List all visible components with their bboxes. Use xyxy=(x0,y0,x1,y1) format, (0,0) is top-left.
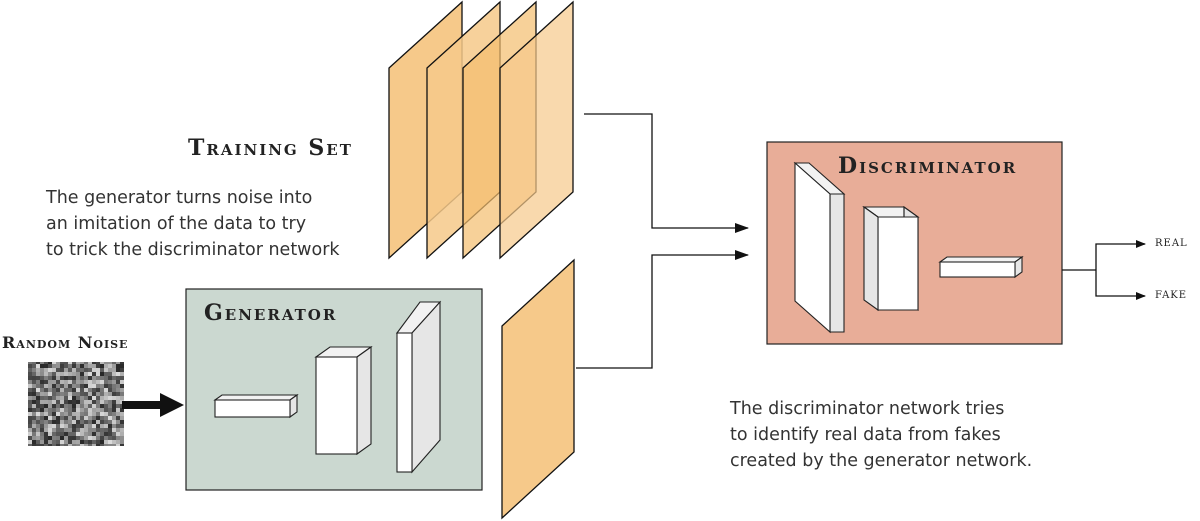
training-set-stack xyxy=(388,0,574,260)
generator-caption: The generator turns noise into an imitat… xyxy=(46,185,340,263)
output-branch xyxy=(1062,240,1146,300)
fake-label: fake xyxy=(1155,286,1188,302)
generator-block-medium xyxy=(314,345,373,456)
generator-caption-line-1: The generator turns noise into xyxy=(46,188,313,208)
random-noise-label: Random Noise xyxy=(2,333,129,352)
generator-block-small xyxy=(213,393,299,419)
discriminator-caption: The discriminator network tries to ident… xyxy=(730,396,1032,474)
noise-arrow xyxy=(122,393,184,417)
discriminator-caption-line-3: created by the generator network. xyxy=(730,451,1033,471)
generator-block-large xyxy=(395,300,442,474)
training-set-label: Training Set xyxy=(188,135,353,161)
discriminator-caption-line-2: to identify real data from fakes xyxy=(730,425,1001,445)
real-label: real xyxy=(1155,234,1188,250)
generated-sheet xyxy=(501,258,575,520)
discriminator-block-small xyxy=(938,255,1024,279)
discriminator-caption-line-1: The discriminator network tries xyxy=(730,399,1005,419)
generator-caption-line-2: an imitation of the data to try xyxy=(46,214,307,234)
discriminator-block-large xyxy=(793,161,846,334)
discriminator-block-medium xyxy=(862,205,920,312)
discriminator-label: Discriminator xyxy=(838,153,1018,179)
training-sheet-4 xyxy=(499,0,574,260)
generator-label: Generator xyxy=(204,300,338,326)
generator-caption-line-3: to trick the discriminator network xyxy=(46,240,340,260)
generated-connector-arrow xyxy=(576,250,749,369)
random-noise-image xyxy=(28,362,124,446)
training-connector-arrow xyxy=(584,113,749,233)
